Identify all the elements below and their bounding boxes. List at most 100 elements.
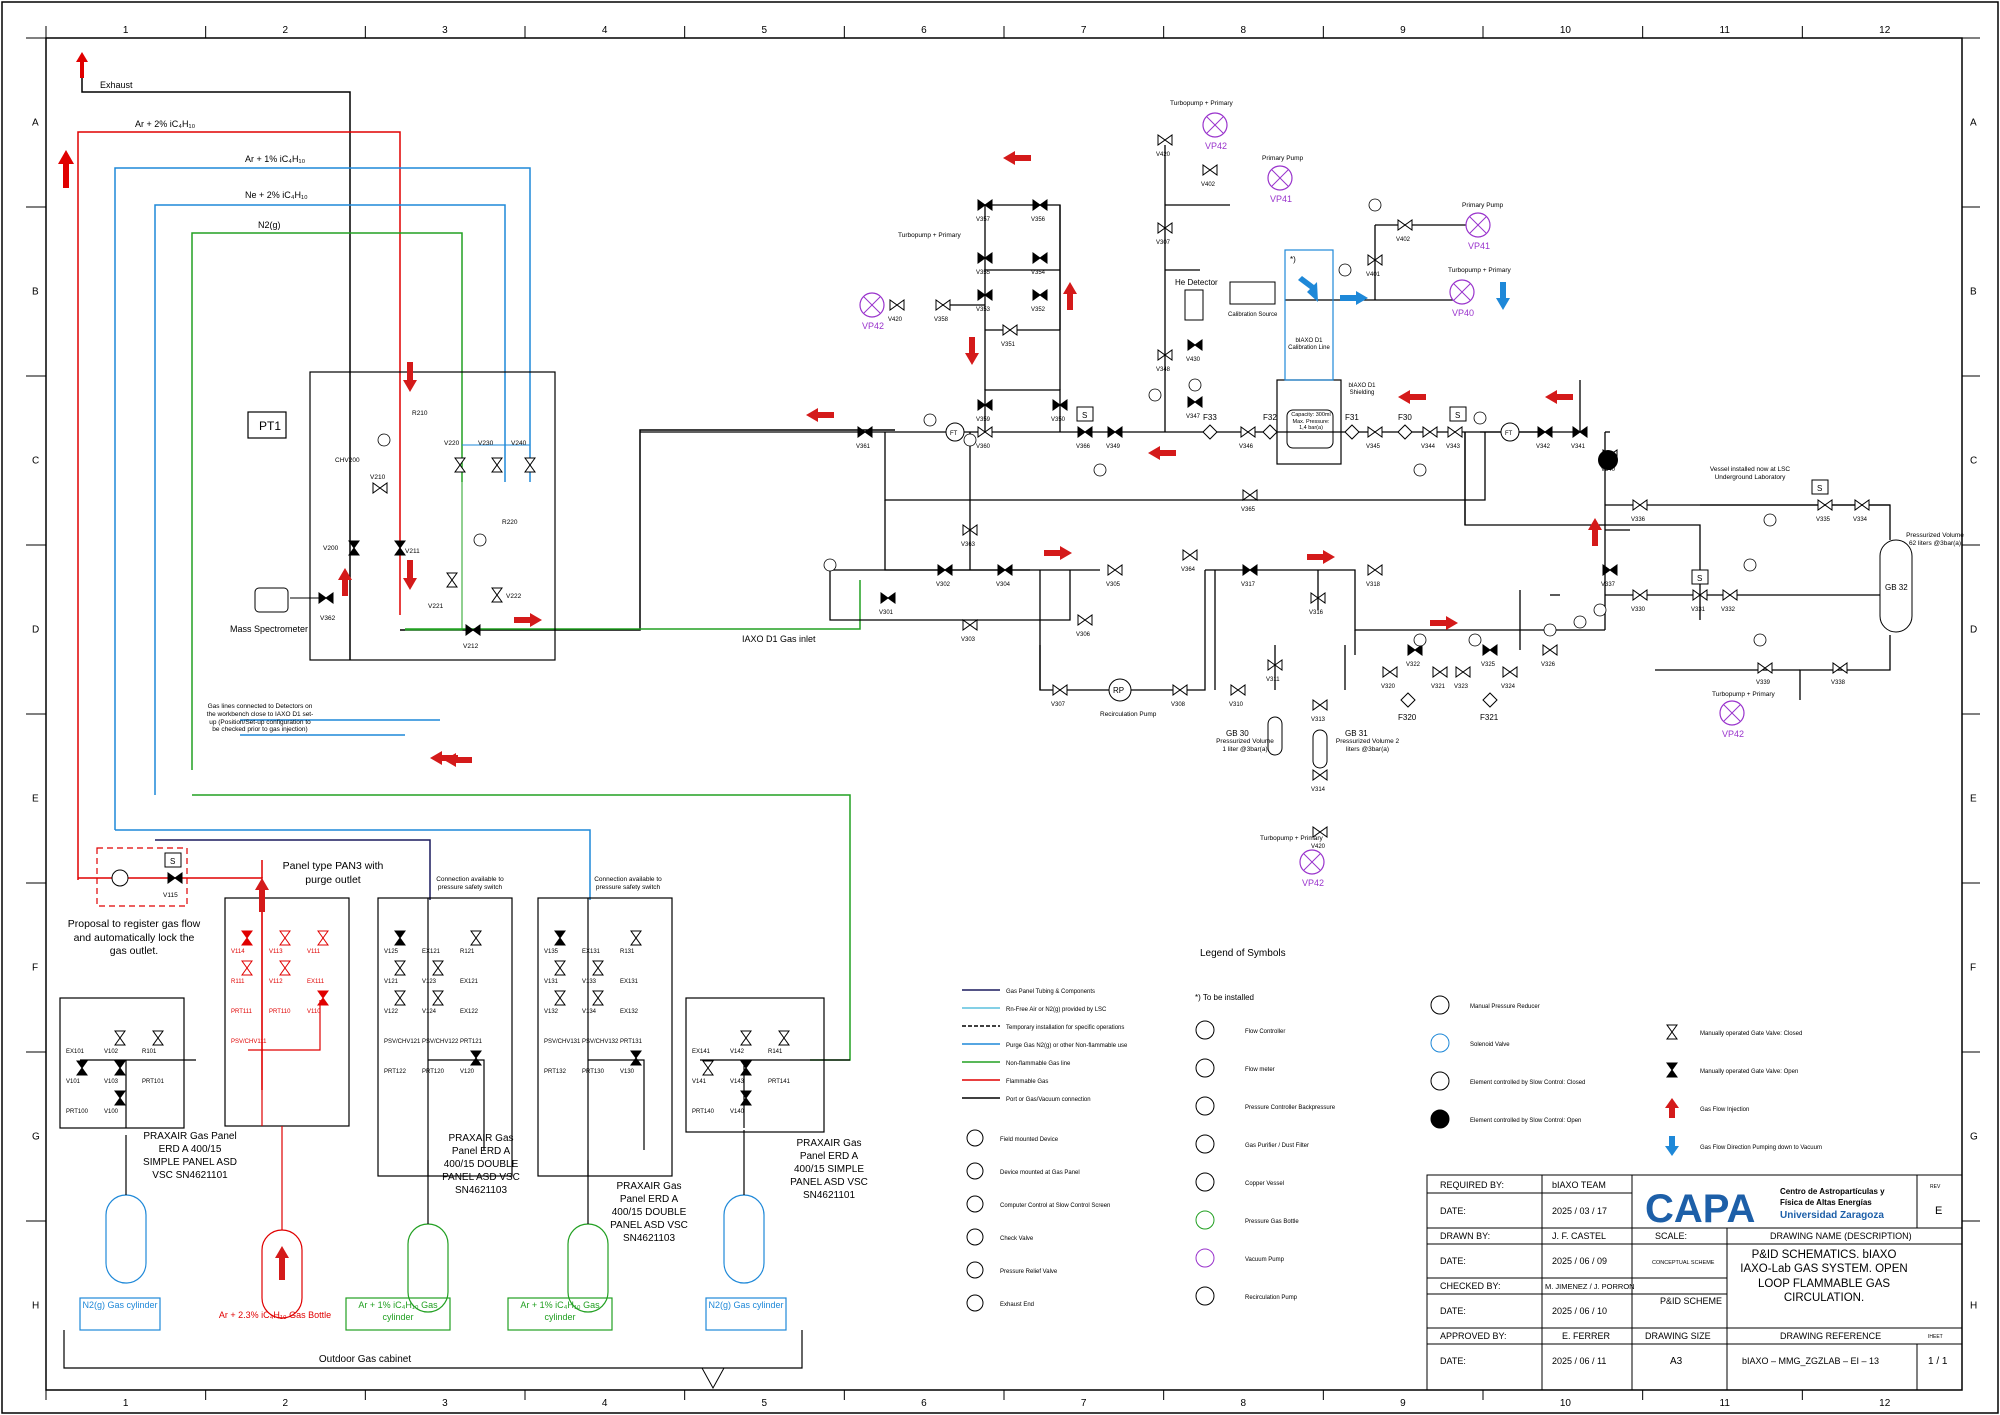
panel3-description: PRAXAIR Gas Panel ERD A 400/15 DOUBLE PA… xyxy=(610,1181,688,1244)
pt1-arrows xyxy=(338,362,542,765)
org-line-2: Física de Altas Energías xyxy=(1780,1198,1872,1207)
valve-tag-v346: V346 xyxy=(1239,444,1254,450)
valve-tag-v363: V363 xyxy=(961,542,976,548)
checked-by-value: M. JIMENEZ / J. PORRON xyxy=(1545,1282,1635,1291)
solenoid-s-label-0: S xyxy=(1082,411,1087,420)
gas-flow-injection-icon xyxy=(403,362,417,392)
cyl5-label: N2(g) Gas cylinder xyxy=(708,1300,784,1310)
valve-tag-v306: V306 xyxy=(1076,632,1091,638)
drawing-ref-label: DRAWING REFERENCE xyxy=(1780,1331,1881,1341)
gb32-bottle-icon xyxy=(1879,539,1913,633)
flow-meter-label-1: FT xyxy=(1505,431,1513,437)
gate-valve-v114-icon xyxy=(241,930,253,946)
grid-col-6: 6 xyxy=(921,25,927,36)
capa-logo-text: CAPA xyxy=(1645,1187,1755,1231)
gauge-10 xyxy=(1543,623,1557,637)
gate-valve-v124-icon xyxy=(432,990,444,1006)
valve-tag-v311: V311 xyxy=(1266,677,1280,683)
legend-mid-symbol-1 xyxy=(966,1162,984,1180)
valve-tag-v345: V345 xyxy=(1366,444,1381,450)
pt1-tag-v240: V240 xyxy=(511,440,527,447)
drawn-by-label: DRAWN BY: xyxy=(1440,1231,1490,1241)
gb32-note: Pressurized Volume 62 liters @3bar(a) xyxy=(1906,532,1964,547)
rev-value: E xyxy=(1935,1205,1942,1217)
legend-mid-symbol-3 xyxy=(966,1228,984,1246)
grid-row-G: G xyxy=(32,1132,40,1143)
gauge-7 xyxy=(1413,463,1427,477)
gate-valve-v321-icon xyxy=(1432,666,1448,678)
valve-tag-v317: V317 xyxy=(1241,582,1256,588)
gas-flow-injection-icon xyxy=(965,337,979,365)
gate-valve-v350-icon xyxy=(1052,399,1068,411)
panel-tag-panel3-0: V135 xyxy=(544,949,559,955)
panel-tag-panel1-1: V102 xyxy=(104,1049,119,1055)
valve-tag-v356: V356 xyxy=(1031,217,1046,223)
panel-tag-panel4-4: V143 xyxy=(730,1079,745,1085)
filter-tag-f320: F320 xyxy=(1398,713,1417,722)
gauge-6 xyxy=(1338,263,1352,277)
filter-f32-icon xyxy=(1262,424,1278,440)
panel-tag-panel2-12: PRT122 xyxy=(384,1069,407,1075)
gate-valve-v402-icon xyxy=(1202,164,1218,176)
gauge-0 xyxy=(923,413,937,427)
gate-valve-v211-icon xyxy=(394,540,406,556)
grid-col-bottom-4: 4 xyxy=(602,1398,608,1409)
required-by-label: REQUIRED BY: xyxy=(1440,1180,1504,1190)
gate-valve-v362-icon xyxy=(318,592,334,604)
gb30-note: Pressurized Volume 1 liter @3bar(a) xyxy=(1216,738,1274,753)
valve-tag-v316: V316 xyxy=(1309,610,1324,616)
gas-flow-injection-icon xyxy=(1148,446,1176,460)
grid-row-right-C: C xyxy=(1970,456,1977,467)
panel-tag-pan3-8: V110 xyxy=(307,1009,321,1015)
panel-tag-pan3-0: V114 xyxy=(231,949,245,955)
vacuum-pump-note: Primary Pump xyxy=(1462,202,1504,209)
grid-col-bottom-3: 3 xyxy=(442,1398,448,1409)
panel-tag-panel1-4: V103 xyxy=(104,1079,119,1085)
grid-col-11: 11 xyxy=(1720,25,1731,36)
he-detector-label: He Detector xyxy=(1175,278,1218,287)
sheet-number: 1 / 1 xyxy=(1928,1356,1948,1367)
vacuum-pump-note: Turbopump + Primary xyxy=(898,232,962,239)
gate-valve-v317-icon xyxy=(1242,564,1258,576)
gate-valve-v125-icon xyxy=(394,930,406,946)
gate-valve-v337-icon xyxy=(1602,564,1618,576)
panel-tag-panel2-1: EX121 xyxy=(422,949,441,955)
grid-row-E: E xyxy=(32,794,39,805)
legend-far-text-1: Solenoid Valve xyxy=(1470,1042,1510,1048)
legend-right-text-5: Pressure Gas Bottle xyxy=(1245,1219,1299,1225)
legend-far-symbol-1 xyxy=(1430,1033,1450,1053)
legend-right-symbol-1 xyxy=(1195,1058,1215,1078)
gate-valve-v322-icon xyxy=(1407,644,1423,656)
pt1-tag-v220: V220 xyxy=(444,440,460,447)
vacuum-pump-note: Turbopump + Primary xyxy=(1260,835,1324,842)
gate-valve-r141-icon xyxy=(778,1030,790,1046)
gate-valve-v324-icon xyxy=(1502,666,1518,678)
gauge-3 xyxy=(1188,378,1202,392)
gate-valve-v341-icon xyxy=(1572,426,1588,438)
gate-valve-v313-icon xyxy=(1312,699,1328,711)
panel-tag-pan3-1: V113 xyxy=(269,949,283,955)
valve-tag-v320: V320 xyxy=(1381,684,1396,690)
pt1-tag-v222: V222 xyxy=(506,593,522,600)
gate-valve-v141-icon xyxy=(702,1060,714,1076)
panel-tag-panel4-2: R141 xyxy=(768,1049,783,1055)
title-block-text: REQUIRED BY: bIAXO TEAM DATE: 2025 / 03 … xyxy=(1440,1180,1948,1367)
gate-valve-v339-icon xyxy=(1757,662,1773,674)
grid-row-right-G: G xyxy=(1970,1132,1978,1143)
valve-tag-v360: V360 xyxy=(976,444,991,450)
cyl3-label: Ar + 1% iC₄H₁₀ Gas cylinder xyxy=(358,1300,438,1322)
grid-row-H: H xyxy=(32,1301,39,1312)
pt1-tag-v221: V221 xyxy=(428,603,444,610)
gb31-bottle-icon xyxy=(1312,729,1328,769)
cabinet-label: Outdoor Gas cabinet xyxy=(318,1354,412,1365)
panel4-description: PRAXAIR Gas Panel ERD A 400/15 SIMPLE PA… xyxy=(790,1138,868,1201)
valve-tag-v343: V343 xyxy=(1446,444,1461,450)
filter-f31-icon xyxy=(1344,424,1360,440)
gate-valve-v357-icon xyxy=(977,199,993,211)
title-block xyxy=(1426,1174,1963,1391)
gas-flow-injection-icon xyxy=(403,560,417,590)
pressure-gauge-icon xyxy=(473,533,487,547)
